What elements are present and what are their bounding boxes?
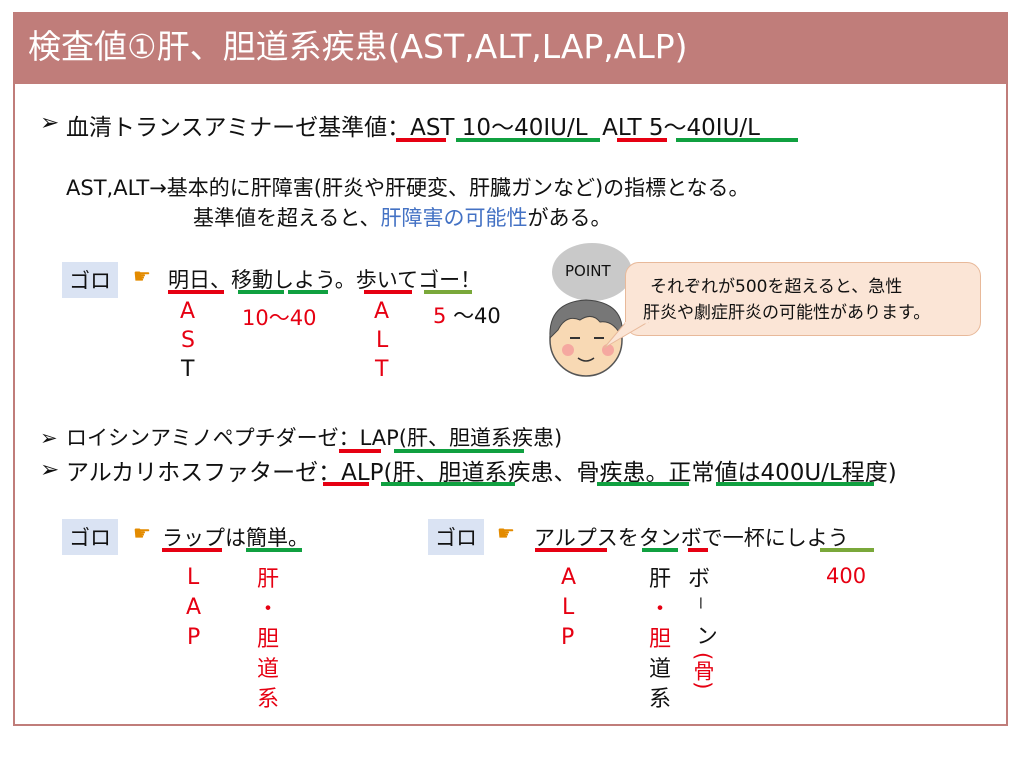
alt-range-underline — [676, 138, 798, 142]
goro2-underline-a — [162, 548, 222, 552]
alp-letter-p: P — [561, 625, 575, 650]
alp-underline — [323, 482, 369, 486]
ast-letter-s: S — [181, 328, 195, 353]
point-label: POINT — [565, 262, 611, 280]
goro1-underline-a — [168, 290, 224, 294]
goro3-bone-mid: ー — [692, 596, 708, 610]
alp-line: アルカリホスファターゼ：ALP(肝、胆道系疾患、骨疾患。正常値は400U/L程度… — [66, 460, 897, 486]
goro1-underline-c2 — [424, 290, 472, 294]
goro-tag-2: ゴロ — [62, 519, 118, 555]
goro2-organ-2: ・ — [257, 597, 280, 622]
reference-label: 血清トランスアミナーゼ基準値： — [66, 115, 411, 141]
ast-letter-a: A — [180, 299, 196, 324]
goro-tag-1: ゴロ — [62, 262, 118, 298]
lap-organ-underline — [394, 449, 524, 453]
liver-damage-highlight: 肝障害の可能性 — [380, 206, 528, 230]
goro1-underline-c1 — [364, 290, 412, 294]
goro2-organ-3: 胆 — [257, 627, 280, 652]
goro1-underline-b2 — [288, 290, 328, 294]
pointing-hand-icon: ☛ — [133, 521, 151, 545]
goro3-organ-3: 系 — [649, 687, 672, 712]
reference-line: 血清トランスアミナーゼ基準値：AST 10〜40IU/L ALT 5〜40IU/… — [66, 108, 760, 142]
goro3-organ-2: 道 — [649, 657, 672, 682]
alp-value: 400 — [826, 564, 867, 588]
goro2-organ-1: 肝 — [257, 567, 280, 592]
alp-letter-a: A — [561, 565, 577, 590]
goro3-underline-d — [820, 548, 874, 552]
lap-underline — [339, 449, 381, 453]
alp-organ-underline — [381, 482, 515, 486]
ast-range-underline — [456, 138, 600, 142]
goro3-organ-dot: ・ — [649, 597, 672, 622]
bubble-text-2: 肝炎や劇症肝炎の可能性があります。 — [643, 303, 931, 323]
point-badge — [552, 243, 632, 301]
lap-letter-a: A — [186, 595, 202, 620]
ast-goro-range: 10〜40 — [242, 306, 317, 330]
speech-bubble — [625, 262, 981, 336]
goro2-underline-b — [246, 548, 302, 552]
goro3-underline-a — [535, 548, 607, 552]
goro-phrase-1: 明日、移動しよう。歩いてゴー！ — [168, 268, 482, 292]
ast-label: AST — [410, 115, 455, 141]
title-bar — [13, 12, 1008, 84]
alt-goro-range: 5 〜40 — [433, 304, 501, 328]
bullet-1: ➢ — [40, 110, 60, 136]
ast-range: 10〜40IU/L — [461, 115, 588, 141]
speech-bubble-tail — [603, 322, 649, 349]
pointing-hand-icon: ☛ — [497, 521, 515, 545]
alt-underline — [617, 138, 667, 142]
bubble-text-1: それぞれが500を超えると、急性 — [650, 277, 903, 297]
goro-tag-3: ゴロ — [428, 519, 484, 555]
goro3-underline-b — [642, 548, 678, 552]
pointing-hand-icon: ☛ — [133, 264, 151, 288]
bullet-2: ➢ — [40, 426, 58, 450]
alt-label: ALT — [602, 115, 642, 141]
alt-letter-t: T — [375, 357, 389, 382]
lap-letter-p: P — [187, 625, 201, 650]
lap-line: ロイシンアミノペプチダーゼ：LAP(肝、胆道系疾患) — [66, 426, 563, 450]
alp-letter-l: L — [562, 595, 575, 620]
alt-range: 5〜40IU/L — [648, 115, 760, 141]
goro3-organ-top: 肝 — [649, 567, 672, 592]
alp-bone-underline — [597, 482, 689, 486]
goro2-organ-4: 道 — [257, 657, 280, 682]
ast-letter-t: T — [181, 357, 195, 382]
lap-letter-l: L — [187, 565, 200, 590]
goro-phrase-2: ラップは簡単。 — [162, 526, 309, 550]
alp-value-underline — [716, 482, 874, 486]
goro3-organ-1: 胆 — [649, 627, 672, 652]
bullet-3: ➢ — [40, 457, 60, 483]
ast-underline — [396, 138, 446, 142]
goro3-bone-n: ン — [692, 624, 717, 646]
goro3-underline-c — [688, 548, 708, 552]
goro-phrase-3: アルプスをタンボで一杯にしよう — [534, 526, 849, 550]
alt-letter-l: L — [376, 328, 389, 353]
description-line-1: AST,ALT→基本的に肝障害(肝炎や肝硬変、肝臓ガンなど)の指標となる。 — [66, 176, 750, 200]
doctor-face-icon — [549, 299, 623, 377]
goro3-bone-top: ボ — [688, 567, 711, 592]
goro2-organ-5: 系 — [257, 687, 280, 712]
alt-letter-a: A — [374, 299, 390, 324]
goro1-underline-b1 — [238, 290, 284, 294]
page-title: 検査値①肝、胆道系疾患(AST,ALT,LAP,ALP) — [28, 27, 688, 66]
description-line-2: 基準値を超えると、肝障害の可能性がある。 — [193, 206, 612, 230]
goro3-bone-paren: (骨) — [691, 652, 715, 690]
